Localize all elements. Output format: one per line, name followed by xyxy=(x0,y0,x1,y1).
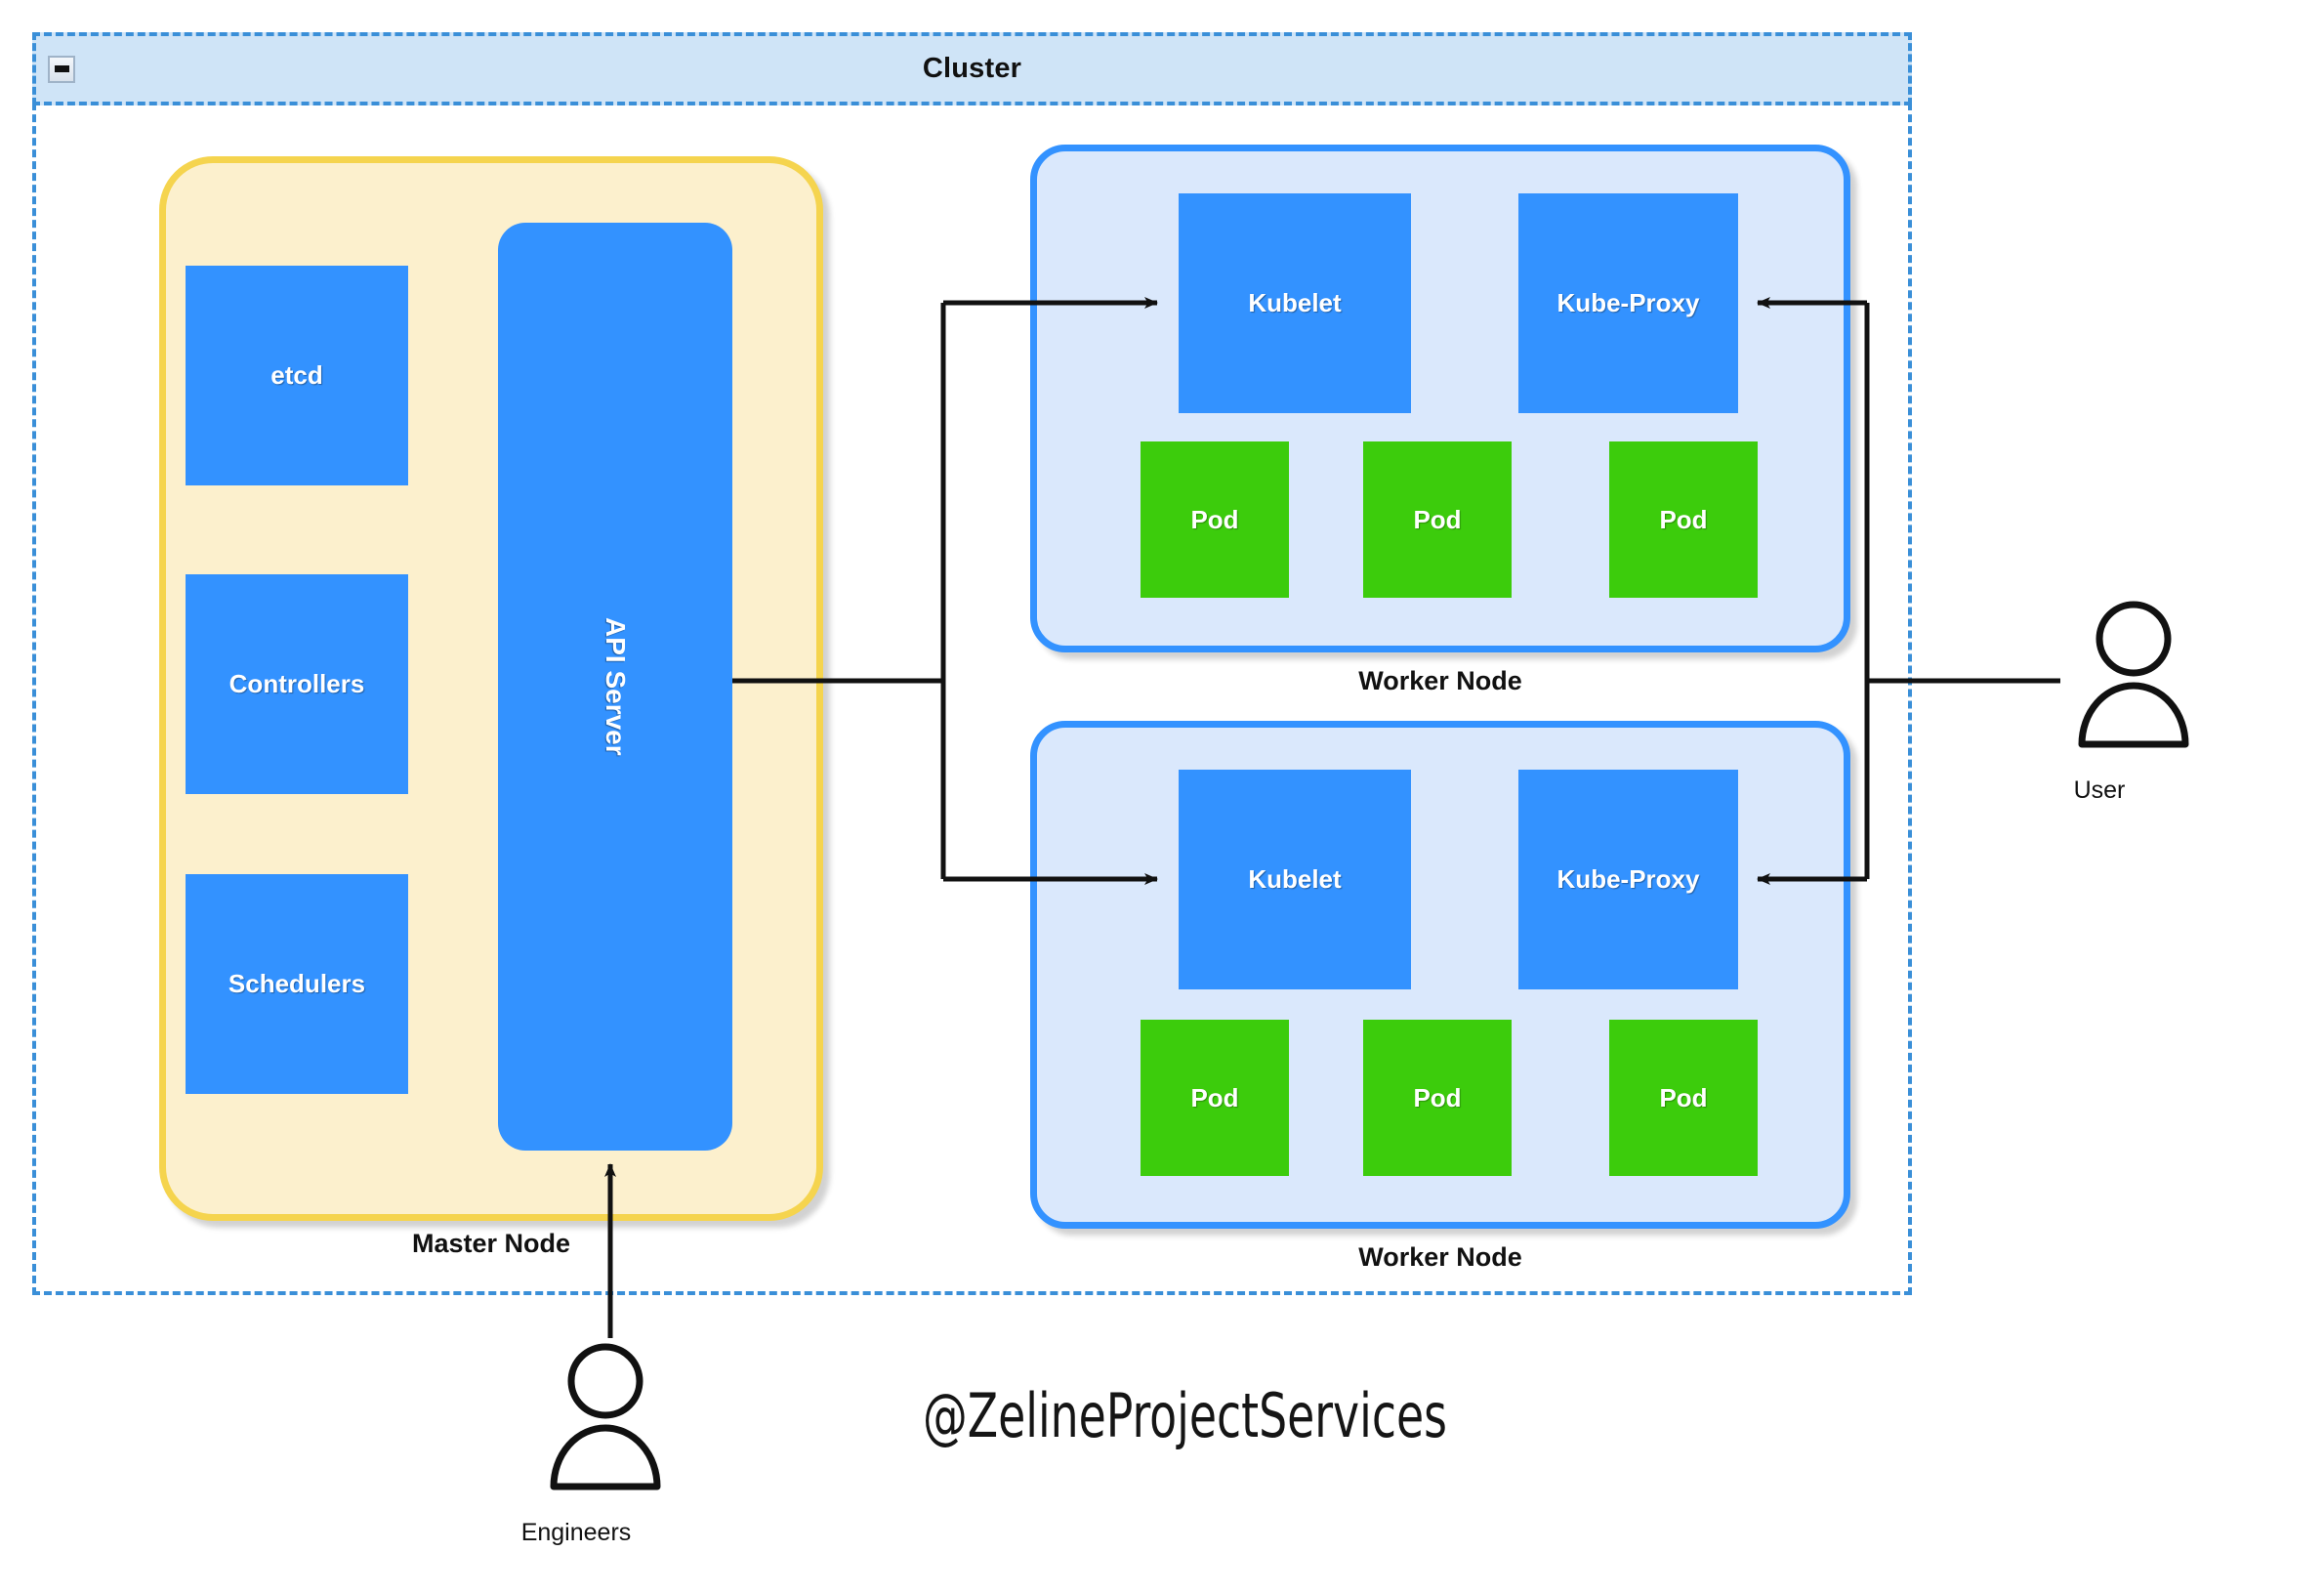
cluster-title: Cluster xyxy=(922,53,1022,84)
worker-node-caption: Worker Node xyxy=(1358,666,1522,695)
user-actor-icon xyxy=(550,1343,661,1490)
collapse-minus-icon[interactable] xyxy=(48,55,75,83)
user-actor-label: User xyxy=(2073,776,2126,804)
cluster-header: Cluster xyxy=(32,32,1912,105)
api-server-label: API Server xyxy=(601,617,631,756)
user-actor[interactable] xyxy=(2070,598,2197,759)
etcd-box[interactable]: etcd xyxy=(186,266,408,485)
kubelet-box[interactable]: Kubelet xyxy=(1179,193,1411,413)
pod-box[interactable]: Pod xyxy=(1363,441,1512,598)
watermark-text: @ZelineProjectServices xyxy=(923,1380,1447,1451)
user-actor-icon xyxy=(2078,601,2189,748)
kube-proxy-box[interactable]: Kube-Proxy xyxy=(1518,193,1738,413)
schedulers-box[interactable]: Schedulers xyxy=(186,874,408,1094)
pod-box[interactable]: Pod xyxy=(1141,441,1289,598)
kube-proxy-box[interactable]: Kube-Proxy xyxy=(1518,770,1738,989)
pod-box[interactable]: Pod xyxy=(1141,1020,1289,1176)
engineers-actor[interactable] xyxy=(542,1340,669,1501)
worker-node-caption: Worker Node xyxy=(1358,1242,1522,1272)
pod-box[interactable]: Pod xyxy=(1363,1020,1512,1176)
pod-box[interactable]: Pod xyxy=(1609,1020,1758,1176)
master-node-caption: Master Node xyxy=(411,1229,571,1258)
engineers-actor-label: Engineers xyxy=(520,1519,632,1546)
controllers-box[interactable]: Controllers xyxy=(186,574,408,794)
api-server-box[interactable]: API Server xyxy=(498,223,732,1151)
pod-box[interactable]: Pod xyxy=(1609,441,1758,598)
minus-bar xyxy=(54,65,69,72)
kubelet-box[interactable]: Kubelet xyxy=(1179,770,1411,989)
